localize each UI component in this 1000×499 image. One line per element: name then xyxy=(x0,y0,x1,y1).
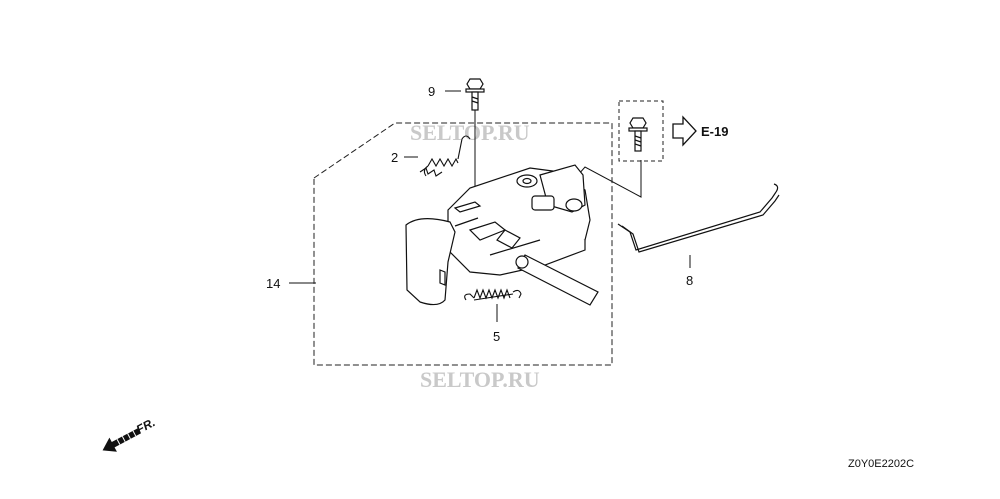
callout-2: 2 xyxy=(391,150,398,165)
assembly-outline xyxy=(313,122,613,366)
front-direction-arrow-icon xyxy=(102,427,142,452)
diagram-code: Z0Y0E2202C xyxy=(848,458,914,470)
bolt-9-icon xyxy=(465,78,485,111)
watermark-top: SELTOP.RU xyxy=(410,120,530,145)
grip-part xyxy=(405,218,456,306)
outline-right-arrow-icon xyxy=(672,115,697,147)
reference-bolt-box xyxy=(618,100,664,162)
spring-5-icon xyxy=(464,288,522,301)
spring-2-icon xyxy=(419,135,471,177)
reference-bolt-icon xyxy=(628,117,648,152)
reference-label: E-19 xyxy=(701,124,728,139)
leader-lines xyxy=(289,90,691,322)
control-assembly xyxy=(447,164,599,306)
callout-9: 9 xyxy=(428,84,435,99)
callout-14: 14 xyxy=(266,276,280,291)
watermark-bottom: SELTOP.RU xyxy=(420,367,540,392)
rod-8-icon xyxy=(617,183,780,253)
callout-8: 8 xyxy=(686,273,693,288)
callout-5: 5 xyxy=(493,329,500,344)
